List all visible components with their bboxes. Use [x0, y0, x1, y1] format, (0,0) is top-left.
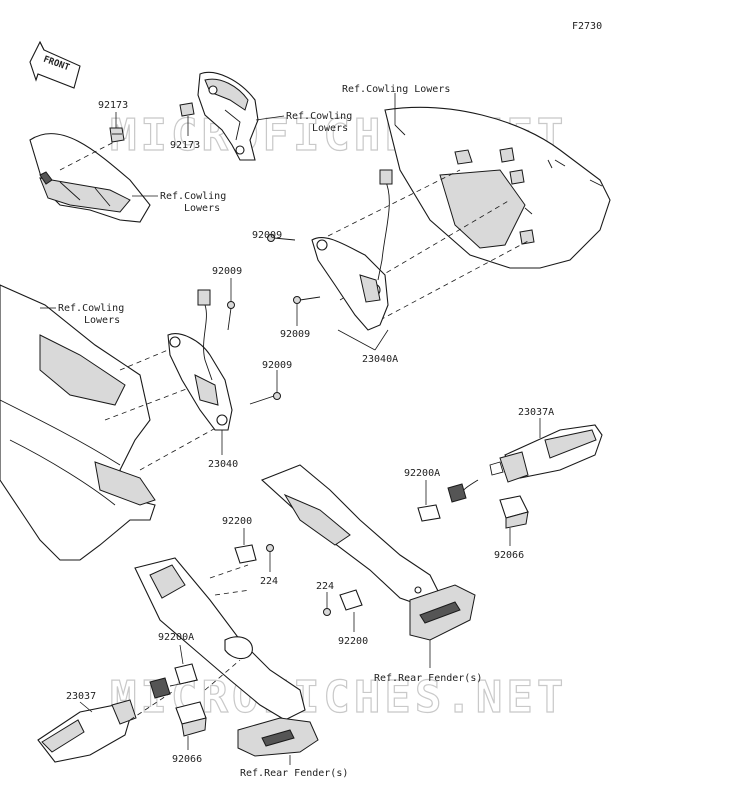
callout-92200-left: 92200 — [222, 516, 252, 527]
ref-cowling-left-line2: Lowers — [84, 315, 120, 326]
grommet-92200A-right — [417, 504, 441, 522]
callout-23040: 23040 — [208, 459, 238, 470]
clip-92173-upper — [179, 102, 195, 117]
front-direction-arrow-icon: FRONT — [29, 40, 81, 89]
upper-bracket-assembly — [197, 72, 259, 161]
cowling-lower-left-panel — [0, 284, 156, 561]
cowling-fragment-upper-left — [29, 133, 151, 223]
ref-cowling-left-line1: Ref.Cowling — [58, 303, 124, 314]
rear-fender-left — [134, 557, 319, 757]
rear-fender-right — [260, 464, 476, 641]
ref-cowling-upper-left-line1: Ref.Cowling — [160, 191, 226, 202]
ref-cowling-upper-left-line2: Lowers — [184, 203, 220, 214]
callout-92009-upper: 92009 — [252, 230, 282, 241]
socket-connector-right — [447, 483, 467, 503]
callout-224-right: 224 — [316, 581, 334, 592]
grommet-92200-left — [234, 544, 257, 564]
screw-224-right — [323, 608, 331, 616]
screw-92009-left — [227, 301, 235, 331]
callout-92066-left: 92066 — [172, 754, 202, 765]
screw-92009-mid — [293, 296, 321, 304]
callout-224-left: 224 — [260, 576, 278, 587]
callout-92200A-right: 92200A — [404, 468, 440, 479]
ref-cowling-lowers-top: Ref.Cowling Lowers — [342, 84, 450, 95]
screw-224-left — [266, 544, 274, 552]
bracket-23040 — [167, 289, 233, 431]
screw-92009-right — [249, 392, 281, 405]
clip-92173-left — [109, 127, 125, 143]
callout-92009-left: 92009 — [212, 266, 242, 277]
callout-92009-mid: 92009 — [280, 329, 310, 340]
callout-92173-left: 92173 — [98, 100, 128, 111]
callout-23040A: 23040A — [362, 354, 398, 365]
grommet-92200A-left — [174, 663, 198, 685]
figure-code: F2730 — [572, 21, 602, 32]
callout-92009-right: 92009 — [262, 360, 292, 371]
grommet-92200-right — [339, 589, 363, 611]
callout-92200-right: 92200 — [338, 636, 368, 647]
bracket-92066-left — [175, 701, 207, 737]
callout-92066-right: 92066 — [494, 550, 524, 561]
turn-signal-23037 — [37, 699, 137, 763]
cowling-lower-right-panel — [384, 106, 611, 269]
ref-cowling-upper-line1: Ref.Cowling — [286, 111, 352, 122]
screw-92009-upper — [267, 234, 296, 242]
ref-rear-fender-right: Ref.Rear Fender(s) — [374, 673, 482, 684]
callout-92173-upper: 92173 — [170, 140, 200, 151]
bracket-23040A — [311, 169, 393, 331]
callout-92200A-left: 92200A — [158, 632, 194, 643]
ref-cowling-upper-line2: Lowers — [312, 123, 348, 134]
turn-signal-23037A — [461, 424, 603, 493]
callout-23037A: 23037A — [518, 407, 554, 418]
ref-rear-fender-left: Ref.Rear Fender(s) — [240, 768, 348, 779]
callout-23037: 23037 — [66, 691, 96, 702]
bracket-92066-right — [499, 495, 529, 529]
